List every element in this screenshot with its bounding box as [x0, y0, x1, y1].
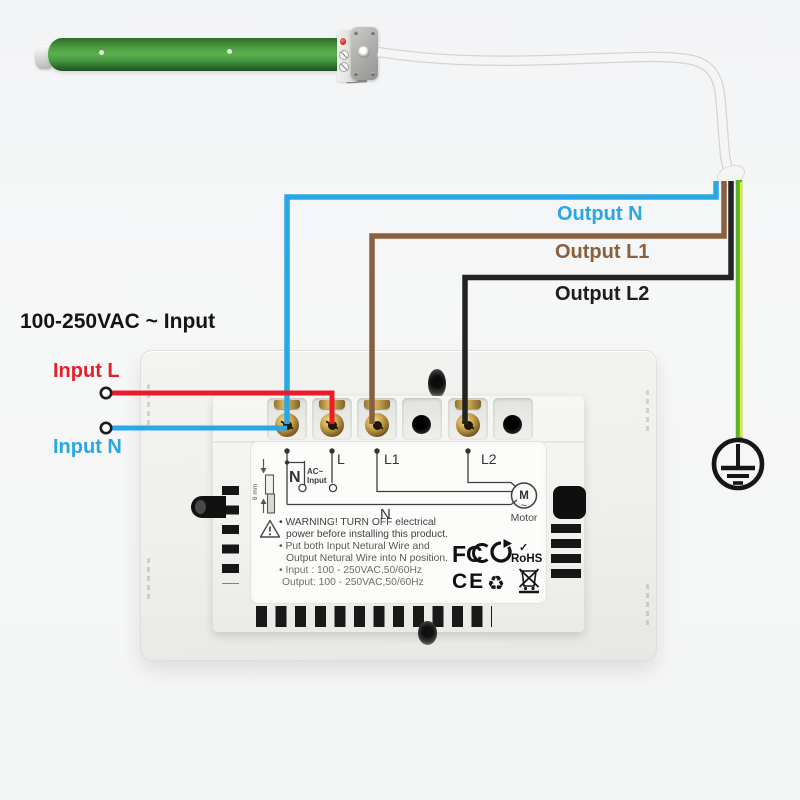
motor-indicator-led — [340, 38, 346, 45]
warning-line: Output Netural Wire into N position. — [286, 553, 448, 565]
module-right-vents — [551, 524, 581, 584]
tubular-motor-barrel — [48, 38, 339, 71]
terminal-empty-hole — [412, 415, 431, 434]
terminal-unused — [402, 398, 442, 440]
plate-molding-mark — [646, 390, 649, 434]
input-l-terminal-ring — [99, 386, 113, 400]
terminal-unused — [493, 398, 533, 440]
terminal-brass-tab — [274, 400, 300, 409]
motor-head-screw — [371, 31, 375, 35]
plate-molding-mark — [147, 384, 150, 428]
terminal-brass-tab — [364, 400, 390, 409]
terminal-n — [267, 398, 307, 440]
module-bottom-vents — [256, 606, 492, 627]
module-right-clip — [553, 486, 586, 519]
motor-drive-shaft — [358, 46, 370, 58]
motor-head-screw — [354, 72, 358, 76]
warning-line: power before installing this product. — [286, 529, 448, 541]
earth-ground-icon — [711, 437, 765, 491]
terminal-screw-n — [275, 413, 299, 437]
plate-molding-mark — [147, 558, 150, 602]
terminal-screw-l1 — [365, 413, 389, 437]
motor-barrel-screw — [99, 50, 104, 55]
label-output-n: Output N — [557, 203, 643, 225]
warning-text-block: • WARNING! TURN OFF electrical power bef… — [279, 517, 459, 590]
module-left-vents — [222, 486, 239, 584]
terminal-screw-l2 — [456, 413, 480, 437]
warning-line: • Put both Input Netural Wire and — [279, 541, 430, 553]
motor-limit-dial — [339, 62, 349, 72]
motor-head-screw — [354, 31, 358, 35]
motor-limit-dial — [339, 50, 349, 60]
label-input-l: Input L — [53, 360, 120, 382]
terminal-l — [312, 398, 352, 440]
motor-cable — [377, 46, 746, 186]
terminal-brass-tab — [319, 400, 345, 409]
plate-screw-hole-top — [428, 369, 446, 398]
terminal-empty-hole — [503, 415, 522, 434]
input-n-terminal-ring — [99, 421, 113, 435]
terminal-l2 — [448, 398, 488, 440]
terminal-screw-l — [320, 413, 344, 437]
terminal-l1 — [357, 398, 397, 440]
cable-sheath-end — [716, 164, 746, 186]
motor-barrel-screw — [227, 49, 232, 54]
plate-screw-hole-bottom — [418, 621, 437, 645]
label-output-l2: Output L2 — [555, 283, 650, 305]
motor-end-cap — [35, 45, 52, 69]
motor-head-screw — [371, 72, 375, 76]
warning-line: • WARNING! TURN OFF electrical — [279, 517, 436, 528]
terminal-brass-tab — [455, 400, 481, 409]
module-left-clip — [191, 496, 226, 518]
label-input-voltage: 100-250VAC ~ Input — [20, 310, 216, 333]
label-output-l1: Output L1 — [555, 241, 650, 263]
plate-molding-mark — [646, 584, 649, 628]
label-input-n: Input N — [53, 436, 122, 458]
warning-line: Output: 100 - 250VAC,50/60Hz — [282, 577, 424, 589]
warning-line: • Input : 100 - 250VAC,50/60Hz — [279, 565, 423, 577]
